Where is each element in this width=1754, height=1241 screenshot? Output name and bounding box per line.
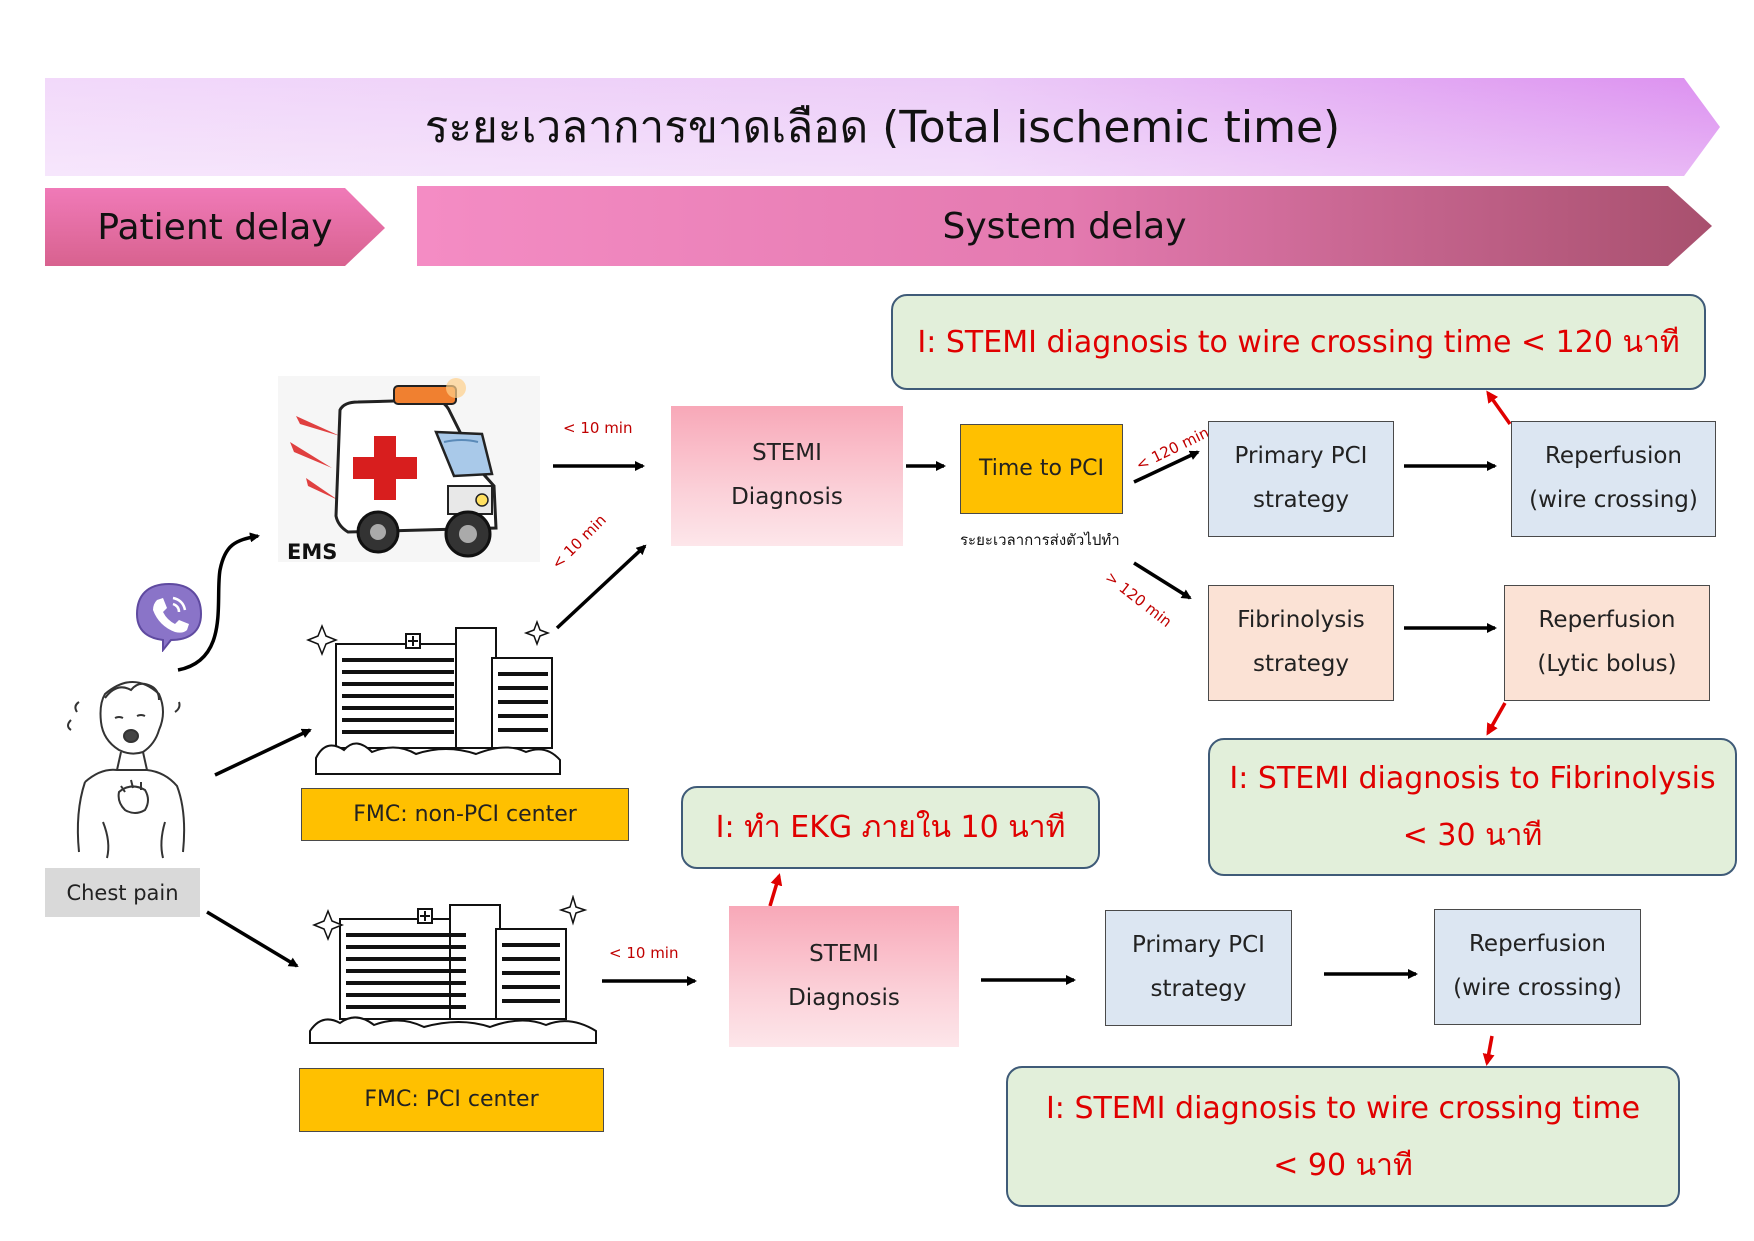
- stemi-line1: STEMI: [752, 440, 822, 467]
- stemi-bottom-line2: Diagnosis: [788, 984, 900, 1011]
- time-label-pci-dx: < 10 min: [609, 944, 679, 962]
- wire90-line1: I: STEMI diagnosis to wire crossing time: [1045, 1090, 1641, 1126]
- arrow-patient-to-nonpci: [214, 728, 312, 777]
- lytic-line1: Reperfusion: [1538, 607, 1676, 634]
- phone-call-icon: [135, 582, 203, 652]
- reperf-line1: Reperfusion: [1544, 443, 1682, 470]
- fibrin-callout-line1: I: STEMI diagnosis to Fibrinolysis: [1229, 761, 1716, 796]
- callout-fibrinolysis-30: I: STEMI diagnosis to Fibrinolysis < 30 …: [1208, 738, 1737, 876]
- banner-graphics: [45, 78, 1720, 266]
- system-delay-banner: [417, 186, 1712, 266]
- stemi-bottom-line1: STEMI: [809, 940, 879, 967]
- callout-ekg-10: I: ทำ EKG ภายใน 10 นาที: [681, 786, 1100, 869]
- stemi-line2: Diagnosis: [731, 484, 843, 510]
- arrow-patient-to-ems: [177, 532, 260, 672]
- reperf-bottom-line2: (wire crossing): [1453, 975, 1622, 1001]
- chest-pain-label: Chest pain: [45, 868, 200, 917]
- fibrin-line1: Fibrinolysis: [1237, 607, 1365, 634]
- banner-title: ระยะเวลาการขาดเลือด (Total ischemic time…: [424, 102, 1341, 153]
- time-label-ems-dx: < 10 min: [563, 419, 633, 437]
- patient-delay-banner: [45, 188, 385, 266]
- patient-delay-label: Patient delay: [97, 206, 333, 248]
- callout-wire-crossing-90: I: STEMI diagnosis to wire crossing time…: [1006, 1066, 1680, 1207]
- red-arrow-to-ekg: [768, 873, 783, 907]
- patient-chest-pain-icon: [67, 681, 186, 859]
- lytic-line2: (Lytic bolus): [1537, 651, 1677, 677]
- reperf-line2: (wire crossing): [1529, 487, 1698, 513]
- wire90-line2: < 90 นาที: [1273, 1147, 1413, 1183]
- reperfusion-lytic: Reperfusion (Lytic bolus): [1504, 585, 1710, 701]
- primary-line1: Primary PCI: [1234, 443, 1368, 470]
- system-delay-label: System delay: [942, 205, 1187, 247]
- ambulance-icon: [278, 376, 540, 562]
- hospital-building-icon: [309, 895, 597, 1044]
- transfer-caption: ระยะเวลาการส่งตัวไปทำ: [960, 531, 1120, 549]
- reperf-bottom-line1: Reperfusion: [1468, 931, 1606, 958]
- red-arrow-to-fibrin-callout: [1486, 702, 1507, 736]
- primary-bottom-line2: strategy: [1150, 976, 1247, 1002]
- fmc-non-pci-center: FMC: non-PCI center: [301, 788, 629, 841]
- fibrin-line2: strategy: [1253, 651, 1349, 677]
- callout-wire-crossing-120: I: STEMI diagnosis to wire crossing time…: [891, 294, 1706, 390]
- arrow-patient-to-pci: [206, 910, 299, 968]
- primary-line2: strategy: [1253, 487, 1349, 513]
- primary-pci-strategy-bottom: Primary PCI strategy: [1105, 910, 1292, 1026]
- time-to-pci-box: Time to PCI: [960, 424, 1123, 514]
- stemi-diagnosis-bottom: STEMI Diagnosis: [729, 906, 959, 1047]
- hospital-building-icon: [306, 619, 561, 775]
- fibrinolysis-strategy: Fibrinolysis strategy: [1208, 585, 1394, 701]
- red-arrow-to-wire120: [1486, 390, 1512, 426]
- ems-label: EMS: [287, 540, 338, 564]
- red-arrow-to-wire90: [1482, 1035, 1495, 1066]
- stemi-diagnosis-top: STEMI Diagnosis: [671, 406, 903, 546]
- arrow-nonpci-to-dx: [555, 544, 647, 630]
- reperfusion-wire-top: Reperfusion (wire crossing): [1511, 421, 1716, 537]
- primary-bottom-line1: Primary PCI: [1132, 932, 1265, 959]
- primary-pci-strategy-top: Primary PCI strategy: [1208, 421, 1394, 537]
- reperfusion-wire-bottom: Reperfusion (wire crossing): [1434, 909, 1641, 1025]
- arrow-timepci-to-fibrin: [1133, 561, 1192, 600]
- fmc-pci-center: FMC: PCI center: [299, 1068, 604, 1132]
- fibrin-callout-line2: < 30 นาที: [1402, 818, 1543, 853]
- arrow-timepci-to-primary: [1133, 450, 1200, 484]
